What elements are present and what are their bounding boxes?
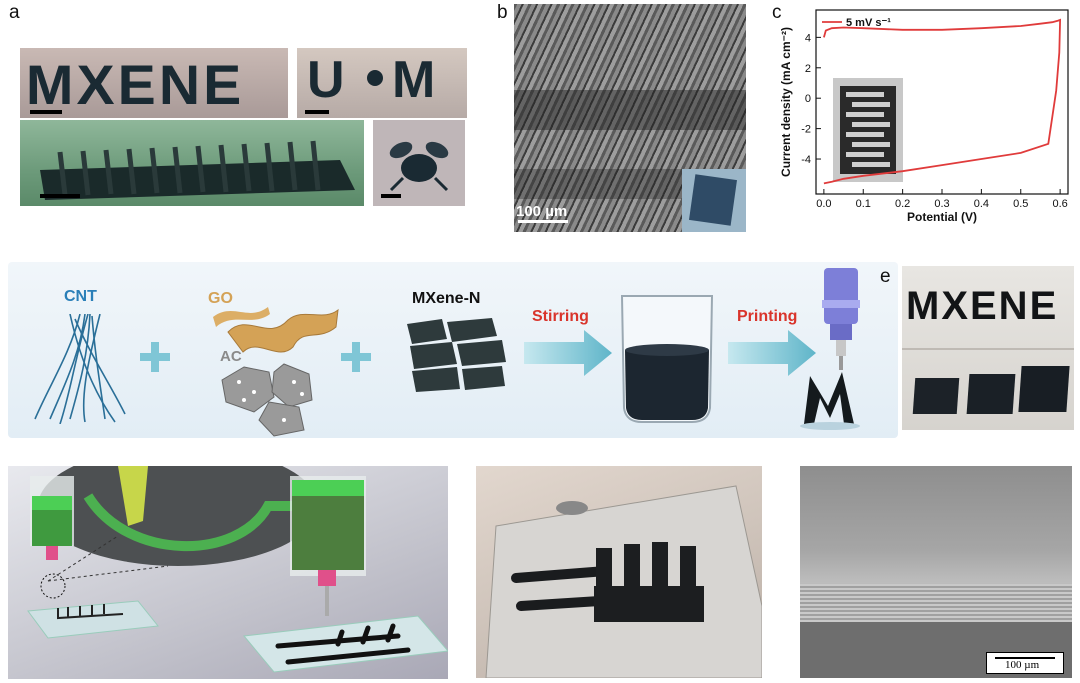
sem-film-layer xyxy=(800,584,1072,622)
x-tick-label: 0.1 xyxy=(856,198,871,210)
series-line xyxy=(823,18,1062,185)
y-tick-label: 4 xyxy=(805,32,811,44)
scale-bar xyxy=(30,110,62,114)
panel-e-photo: MXENE xyxy=(902,266,1074,430)
printing-rendering-illustration xyxy=(27,466,448,673)
panel-g-photo xyxy=(476,466,762,678)
y-tick-label: 2 xyxy=(805,63,811,75)
label-stirring: Stirring xyxy=(532,308,589,325)
plus-icon xyxy=(341,342,371,372)
x-tick-label: 0.6 xyxy=(1052,198,1067,210)
go-sheet-icon xyxy=(213,307,339,353)
panel-b-sem-image: 100 µm xyxy=(514,4,746,232)
panel-a-photo-mxene-letters: MXENE xyxy=(20,48,288,118)
y-axis-label: Current density (mA cm⁻²) xyxy=(779,27,793,177)
letter-m-printed: M xyxy=(392,51,436,109)
label-cnt: CNT xyxy=(64,288,97,305)
y-tick-label: -2 xyxy=(801,124,811,136)
panel-label-c: c xyxy=(772,2,782,23)
mxene-word-printed: MXENE xyxy=(25,53,245,116)
scale-bar-label: 100 µm xyxy=(516,203,568,220)
legend-entry: 5 mV s⁻¹ xyxy=(846,17,891,29)
panel-label-e: e xyxy=(880,266,891,287)
letter-u-printed: U xyxy=(307,51,345,109)
printing-nozzle-icon xyxy=(800,268,860,430)
plus-icon xyxy=(140,342,170,372)
label-ac: AC xyxy=(220,348,242,365)
x-tick-label: 0.3 xyxy=(934,198,949,210)
mxene-word-printed: MXENE xyxy=(906,284,1059,328)
label-mxene-n: MXene-N xyxy=(412,290,481,307)
label-printing: Printing xyxy=(737,308,798,325)
panel-a-photo-grid-structure xyxy=(20,120,364,206)
y-tick-label: -4 xyxy=(801,154,811,166)
x-tick-label: 0.5 xyxy=(1013,198,1028,210)
panel-h-sem-cross-section: 100 µm xyxy=(800,466,1072,678)
panel-a-photo-bee-shape xyxy=(373,120,465,206)
printed-block xyxy=(912,378,960,414)
panel-a-photo-uom-letters: U M xyxy=(297,48,467,118)
bee-shape-illustration xyxy=(381,141,449,198)
printed-block xyxy=(1018,366,1070,412)
scale-bar xyxy=(995,657,1055,659)
y-tick-label: 0 xyxy=(805,93,811,105)
printed-electrode-illustration xyxy=(485,485,762,678)
x-axis-label: Potential (V) xyxy=(907,210,977,224)
inset-photo xyxy=(682,169,746,232)
arrow-right-icon xyxy=(728,330,816,376)
arrow-right-icon xyxy=(524,330,612,376)
x-tick-label: 0.0 xyxy=(816,198,831,210)
scale-bar xyxy=(305,110,329,114)
label-go: GO xyxy=(208,290,233,307)
panel-label-b: b xyxy=(497,2,508,23)
ac-particles-icon xyxy=(221,363,313,437)
panel-d-scheme-background: CNT GO AC MXene-N xyxy=(8,262,898,438)
panel-label-a: a xyxy=(9,2,20,23)
x-tick-label: 0.2 xyxy=(895,198,910,210)
scale-bar-box: 100 µm xyxy=(986,652,1064,674)
inset-photo-interdigitated-electrode xyxy=(833,78,903,182)
panel-f-rendering xyxy=(8,466,448,679)
scale-bar xyxy=(518,220,568,223)
sem-dark-band xyxy=(514,90,746,130)
dot-printed xyxy=(367,70,383,86)
beaker-ink-icon xyxy=(620,295,714,423)
x-tick-label: 0.4 xyxy=(974,198,989,210)
printed-grid-illustration xyxy=(40,140,355,200)
cnt-icon xyxy=(34,314,126,424)
divider xyxy=(902,348,1074,350)
mxene-n-sheets-icon xyxy=(407,318,506,392)
scale-bar-label: 100 µm xyxy=(1005,659,1040,671)
printed-block xyxy=(966,374,1016,414)
